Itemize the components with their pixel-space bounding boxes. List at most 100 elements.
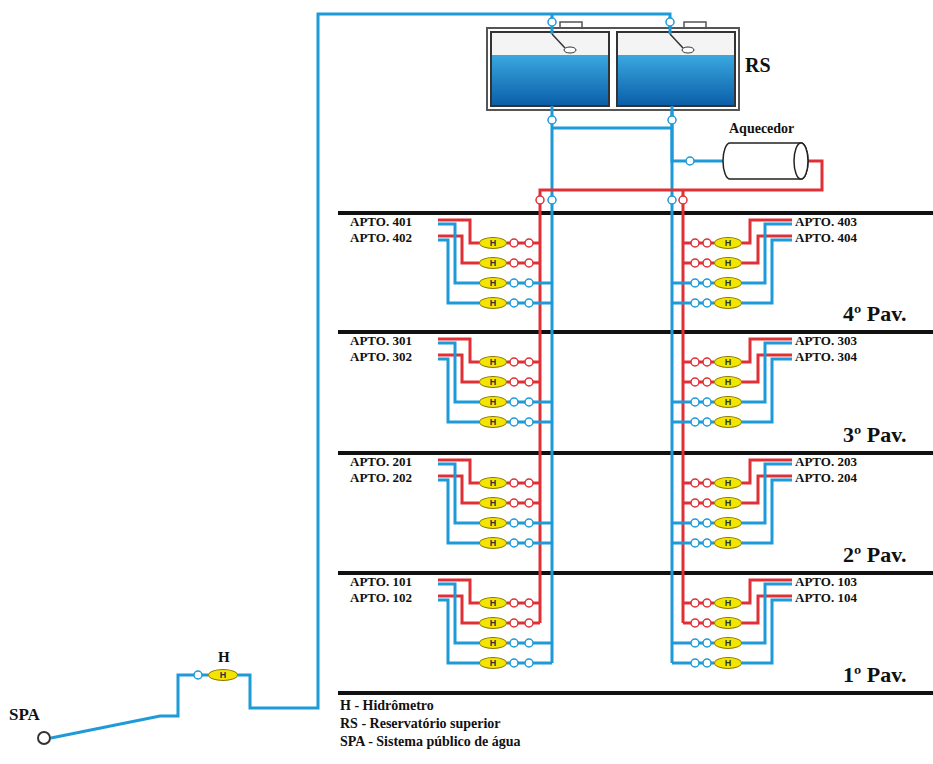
cold-pipes xyxy=(669,26,672,34)
water-meter: H xyxy=(714,356,742,368)
valve-symbol xyxy=(691,539,699,547)
water-meter: H xyxy=(479,277,507,289)
water-meter: H xyxy=(479,497,507,509)
meter-mark: H xyxy=(490,619,497,628)
valve-symbol xyxy=(510,599,518,607)
pipe-segment xyxy=(742,600,792,663)
apartment-label: APTO. 201 xyxy=(350,454,412,470)
reservoir-drawing xyxy=(617,32,735,106)
valve-symbol xyxy=(510,239,518,247)
public-supply-circle: SPA xyxy=(37,731,51,745)
valve-symbol xyxy=(510,259,518,267)
valve-symbol xyxy=(703,299,711,307)
water-meter: H xyxy=(714,497,742,509)
meter-mark: H xyxy=(490,499,497,508)
meter-mark: H xyxy=(490,259,497,268)
meter-mark: H xyxy=(725,378,732,387)
valve-symbol xyxy=(691,418,699,426)
meter-mark: H xyxy=(725,358,732,367)
valve-symbol xyxy=(510,519,518,527)
valve-symbol xyxy=(703,398,711,406)
valves xyxy=(548,18,556,26)
reservoir-drawing xyxy=(491,32,609,106)
water-meter: H xyxy=(714,617,742,629)
valve-symbol xyxy=(510,418,518,426)
meter-mark: H xyxy=(725,519,732,528)
valve-symbol xyxy=(510,479,518,487)
valve-symbol xyxy=(703,659,711,667)
valve-symbol xyxy=(703,539,711,547)
water-meter: H xyxy=(714,237,742,249)
valve-symbol xyxy=(703,418,711,426)
valves xyxy=(666,18,674,26)
valve-symbol xyxy=(510,378,518,386)
valve-symbol xyxy=(691,519,699,527)
valves xyxy=(536,196,544,204)
water-meter: H xyxy=(479,376,507,388)
apartment-label: APTO. 202 xyxy=(350,470,412,486)
valve-symbol xyxy=(691,398,699,406)
water-meter: H xyxy=(714,416,742,428)
valve-symbol xyxy=(525,378,533,386)
water-meter: H xyxy=(714,257,742,269)
meter-mark: H xyxy=(725,599,732,608)
valve-symbol xyxy=(691,619,699,627)
water-meter: H xyxy=(479,257,507,269)
water-meter: H xyxy=(479,297,507,309)
valve-symbol xyxy=(525,358,533,366)
valve-symbol xyxy=(510,299,518,307)
heater-drawing xyxy=(723,143,808,179)
valves xyxy=(679,196,687,204)
apartment-label: APTO. 101 xyxy=(350,574,412,590)
meter-mark: H xyxy=(725,659,732,668)
hot-pipes xyxy=(682,190,685,623)
valve-symbol xyxy=(525,499,533,507)
reservoir-drawing xyxy=(670,34,683,48)
valve-symbol xyxy=(691,299,699,307)
valve-symbol xyxy=(510,499,518,507)
supply-pipe xyxy=(51,675,208,738)
valve-symbol xyxy=(510,659,518,667)
valve-symbol xyxy=(691,239,699,247)
pipe-segment xyxy=(742,343,792,402)
water-meter: H xyxy=(479,597,507,609)
reservoir-box: RS xyxy=(487,28,739,110)
valve-symbol xyxy=(703,619,711,627)
valve-symbol xyxy=(703,599,711,607)
water-meter: H xyxy=(479,517,507,529)
heater-drawing xyxy=(794,143,808,179)
reservoir-drawing xyxy=(552,34,565,48)
cold-pipes xyxy=(552,127,672,130)
meter-mark: H xyxy=(725,539,732,548)
water-meter: H xyxy=(479,617,507,629)
meter-mark: H xyxy=(490,639,497,648)
meter-mark: H xyxy=(725,398,732,407)
reservoir-drawing xyxy=(618,55,734,105)
water-meter: H xyxy=(479,637,507,649)
valve-symbol xyxy=(691,378,699,386)
apartment-label: APTO. 104 xyxy=(795,590,857,606)
valves xyxy=(548,196,556,204)
valves xyxy=(668,116,676,124)
valves xyxy=(668,196,676,204)
supply-pipe xyxy=(238,14,670,708)
valve-symbol xyxy=(510,619,518,627)
legend-text: H - Hidrômetro xyxy=(340,697,434,714)
valve-symbol xyxy=(703,279,711,287)
pipe-segment xyxy=(438,600,479,663)
pipe-segment xyxy=(742,464,792,523)
valve-symbol xyxy=(691,599,699,607)
meter-mark: H xyxy=(490,378,497,387)
valves xyxy=(194,18,694,679)
pipe-segment xyxy=(742,584,792,643)
meter-mark: H xyxy=(725,639,732,648)
water-meter: H xyxy=(714,376,742,388)
valve-symbol xyxy=(703,259,711,267)
apartment-label: APTO. 304 xyxy=(795,349,857,365)
water-meter: H xyxy=(714,517,742,529)
apartment-label: APTO. 103 xyxy=(795,574,857,590)
legend-text: SPA - Sistema público de água xyxy=(340,733,521,750)
apartment-label: APTO. 302 xyxy=(350,349,412,365)
